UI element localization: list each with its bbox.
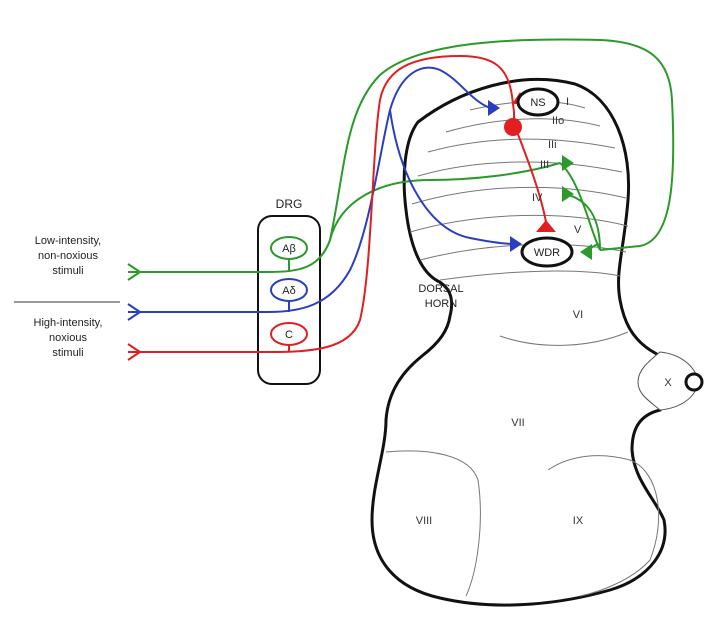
low-intensity-label-line3: stimuli <box>52 265 83 277</box>
lamina-label-vi: VI <box>573 309 583 321</box>
drg-fiber-c-label: C <box>285 329 293 341</box>
lamina-label-viii: VIII <box>416 515 433 527</box>
high-intensity-label-line3: stimuli <box>52 347 83 359</box>
lamina-label-x: X <box>664 377 672 389</box>
lamina-label-vii: VII <box>511 417 524 429</box>
low-intensity-label-line1: Low-intensity, <box>35 235 101 247</box>
lamina-label-ix: IX <box>573 515 584 527</box>
lamina-label-iv: IV <box>532 192 543 204</box>
lamina-label-i: I <box>566 96 569 108</box>
lamina-label-iii: IIi <box>548 139 557 151</box>
high-intensity-label-line2: noxious <box>49 332 87 344</box>
central-canal <box>686 374 702 390</box>
dorsal-horn-label-line2: HORN <box>425 298 457 310</box>
wdr-neuron-label: WDR <box>534 247 560 259</box>
drg-fiber-abeta-label: Aβ <box>282 243 296 255</box>
lamina-label-iii-deep: III <box>540 159 549 171</box>
lamina-label-iio: IIo <box>552 115 564 127</box>
ns-neuron-label: NS <box>530 97 545 109</box>
high-intensity-label-line1: High-intensity, <box>34 317 103 329</box>
drg-label: DRG <box>276 197 303 211</box>
lamina-label-v: V <box>574 224 582 236</box>
low-intensity-label-line2: non-noxious <box>38 250 98 262</box>
dorsal-horn-label-line1: DORSAL <box>418 283 463 295</box>
red-synapse-iio <box>504 118 522 136</box>
drg-fiber-adelta-label: Aδ <box>282 285 295 297</box>
